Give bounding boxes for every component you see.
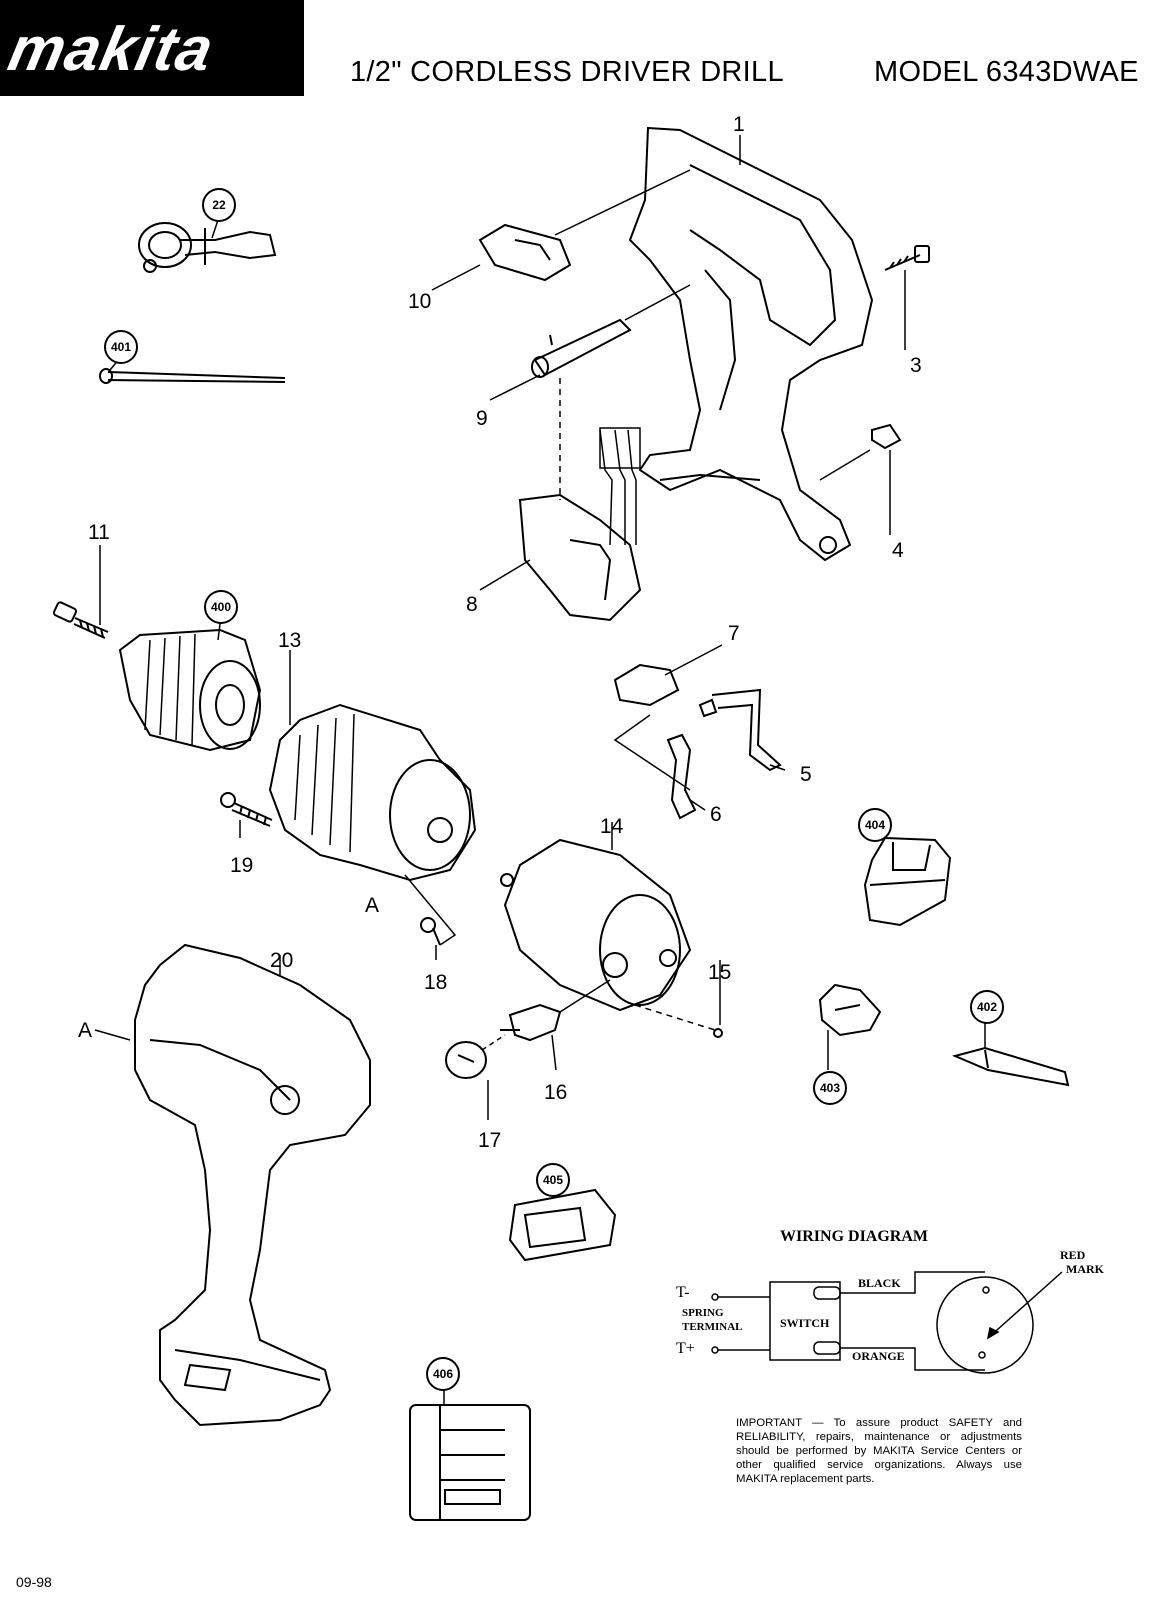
battery-part xyxy=(863,836,952,927)
terminal-label: TERMINAL xyxy=(682,1321,743,1333)
spring-label: SPRING xyxy=(682,1307,724,1319)
callout-5: 5 xyxy=(800,763,812,786)
callout-7: 7 xyxy=(728,622,740,645)
callout-403: 403 xyxy=(813,1071,847,1105)
callout-406: 406 xyxy=(426,1357,460,1391)
leader-line xyxy=(431,169,691,291)
callout-1: 1 xyxy=(733,113,745,136)
mark-a-gear: A xyxy=(365,894,380,917)
callout-400: 400 xyxy=(204,590,238,624)
callout-15: 15 xyxy=(708,961,732,984)
terminal-plus-label: T+ xyxy=(676,1340,695,1357)
callout-22: 22 xyxy=(202,188,236,222)
brush-cap-part xyxy=(445,1034,506,1079)
mark-label: MARK xyxy=(1066,1262,1104,1276)
leader-line xyxy=(479,559,531,591)
leader-line xyxy=(819,449,891,535)
terminal-parts xyxy=(613,663,782,820)
side-handle-part xyxy=(138,222,277,273)
brush-holder-part xyxy=(500,1003,562,1042)
keyless-chuck-part xyxy=(118,628,262,752)
charger-part xyxy=(508,1188,617,1262)
chuck-screw-part xyxy=(52,601,109,639)
callout-14: 14 xyxy=(600,815,624,838)
callout-405: 405 xyxy=(536,1163,570,1197)
tube-part xyxy=(531,318,632,378)
wire-orange-label: ORANGE xyxy=(852,1349,905,1363)
leader-line xyxy=(211,219,219,239)
makita-logo: makita xyxy=(0,0,304,96)
gear-screw-part xyxy=(420,917,441,946)
housing-half-part xyxy=(628,126,874,562)
housing-set-part xyxy=(134,943,371,1427)
callout-18: 18 xyxy=(424,971,448,994)
plate-part xyxy=(478,223,572,282)
callout-17: 17 xyxy=(478,1129,502,1152)
callout-402: 402 xyxy=(970,990,1004,1024)
leader-line xyxy=(489,284,691,401)
switch-part xyxy=(518,427,642,622)
callout-8: 8 xyxy=(466,593,478,616)
leader-line xyxy=(404,874,457,960)
callout-401: 401 xyxy=(104,330,138,364)
callout-11: 11 xyxy=(88,521,110,544)
carrying-case-part xyxy=(409,1404,531,1521)
callout-13: 13 xyxy=(278,629,302,652)
depth-rod-part xyxy=(99,368,286,384)
callout-6: 6 xyxy=(710,803,722,826)
terminal-minus-label: T- xyxy=(676,1284,690,1301)
mark-a-housing: A xyxy=(78,1019,93,1042)
strap-part xyxy=(818,983,882,1037)
callout-4: 4 xyxy=(892,539,904,562)
leader-line xyxy=(94,955,281,1041)
clip-part xyxy=(871,423,902,450)
callout-19: 19 xyxy=(230,854,254,877)
callout-9: 9 xyxy=(476,407,488,430)
page-title: 1/2" CORDLESS DRIVER DRILL xyxy=(350,56,784,88)
switch-label: SWITCH xyxy=(780,1316,830,1330)
callout-10: 10 xyxy=(408,290,432,313)
wire-black-label: BLACK xyxy=(858,1276,901,1290)
wiring-diagram-title: WIRING DIAGRAM xyxy=(780,1228,928,1245)
motor-screw-part xyxy=(634,1004,723,1038)
housing-screw-part xyxy=(220,792,273,827)
revision-date: 09-98 xyxy=(16,1574,52,1590)
red-label: RED xyxy=(1060,1248,1086,1262)
important-note: IMPORTANT — To assure product SAFETY and… xyxy=(736,1417,1022,1485)
wiring-diagram xyxy=(711,1271,1063,1374)
leader-line xyxy=(551,979,611,1071)
driver-bit-part xyxy=(951,1046,1070,1087)
screw-part xyxy=(884,245,930,271)
leader-line xyxy=(664,644,786,811)
callout-404: 404 xyxy=(858,808,892,842)
callout-3: 3 xyxy=(910,354,922,377)
gear-assembly-part xyxy=(268,703,477,882)
callout-20: 20 xyxy=(270,949,294,972)
callout-16: 16 xyxy=(544,1081,568,1104)
motor-part xyxy=(500,838,692,1012)
model-number: MODEL 6343DWAE xyxy=(874,56,1139,88)
